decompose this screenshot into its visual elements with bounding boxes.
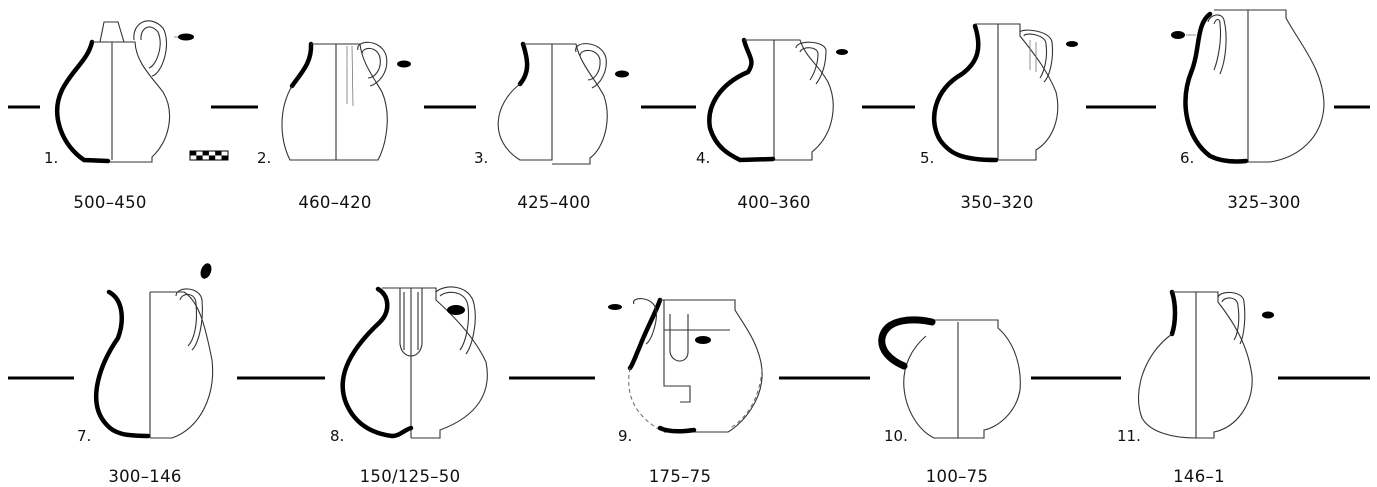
vessel-10-number: 10.	[884, 427, 908, 445]
vessel-8-date: 150/125–50	[360, 467, 461, 486]
vessel-7-drawing	[93, 263, 214, 439]
scale-bar	[189, 150, 229, 161]
vessel-4-drawing	[707, 37, 848, 163]
vessel-5-drawing	[931, 23, 1078, 163]
vessel-10-drawing	[878, 316, 1021, 439]
vessel-2-drawing	[281, 41, 411, 161]
vessel-3-drawing	[497, 41, 629, 165]
vessel-8-number: 8.	[330, 427, 344, 445]
vessel-1-drawing	[55, 20, 194, 164]
vessel-9-drawing	[608, 297, 763, 434]
vessel-2-date: 460–420	[298, 193, 371, 212]
vessel-9-date: 175–75	[649, 467, 712, 486]
vessel-11-drawing	[1138, 289, 1274, 439]
vessel-10-date: 100–75	[926, 467, 989, 486]
vessel-7-number: 7.	[77, 427, 91, 445]
vessel-11-number: 11.	[1117, 427, 1141, 445]
vessel-8-drawing	[340, 286, 488, 439]
vessel-5-number: 5.	[920, 149, 934, 167]
vessel-6-drawing	[1171, 9, 1325, 164]
vessel-4-number: 4.	[696, 149, 710, 167]
vessel-3-number: 3.	[474, 149, 488, 167]
vessel-1-number: 1.	[44, 149, 58, 167]
vessel-3-date: 425–400	[517, 193, 590, 212]
vessel-7-date: 300–146	[108, 467, 181, 486]
vessel-6-date: 325–300	[1227, 193, 1300, 212]
vessel-1-date: 500–450	[73, 193, 146, 212]
vessel-2-number: 2.	[257, 149, 271, 167]
vessel-11-date: 146–1	[1173, 467, 1225, 486]
vessel-5-date: 350–320	[960, 193, 1033, 212]
vessel-9-number: 9.	[618, 427, 632, 445]
vessel-4-date: 400–360	[737, 193, 810, 212]
vessel-6-number: 6.	[1180, 149, 1194, 167]
